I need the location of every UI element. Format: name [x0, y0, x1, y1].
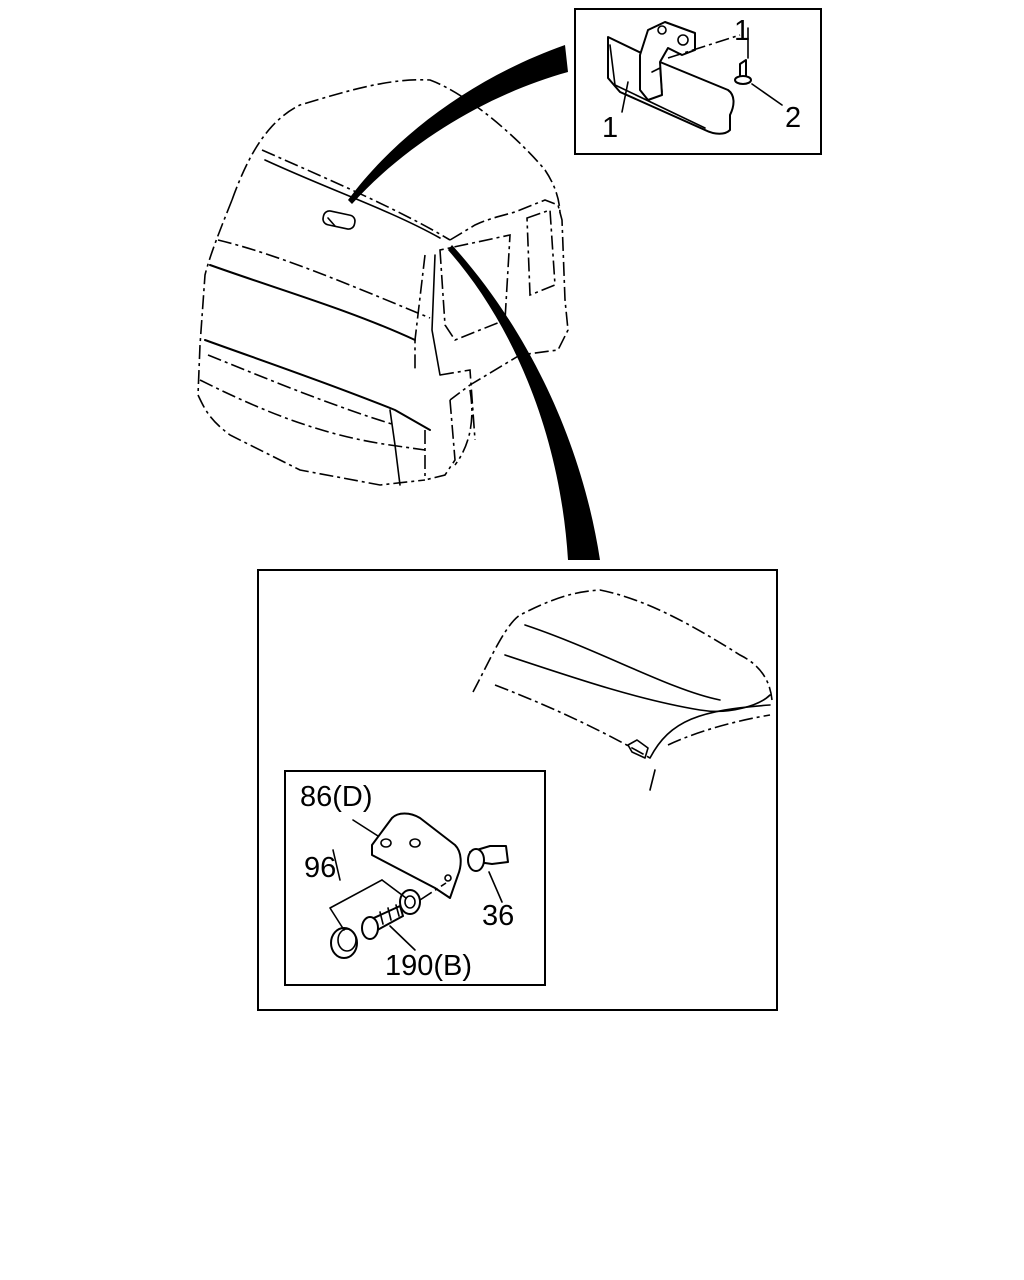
- callout-1-lower: 1: [602, 112, 618, 144]
- callout-36: 36: [482, 900, 514, 932]
- callout-190: 190(B): [385, 950, 472, 982]
- mirror-detail-box: 1 1 2: [574, 8, 822, 155]
- hinge-detail-box: 86(D) 96 36 190(B): [257, 569, 778, 1011]
- callout-1-upper: 1: [734, 15, 750, 47]
- vehicle-body: [197, 78, 569, 486]
- callout-2: 2: [785, 102, 801, 134]
- callout-86: 86(D): [300, 781, 373, 813]
- callout-96: 96: [304, 852, 336, 884]
